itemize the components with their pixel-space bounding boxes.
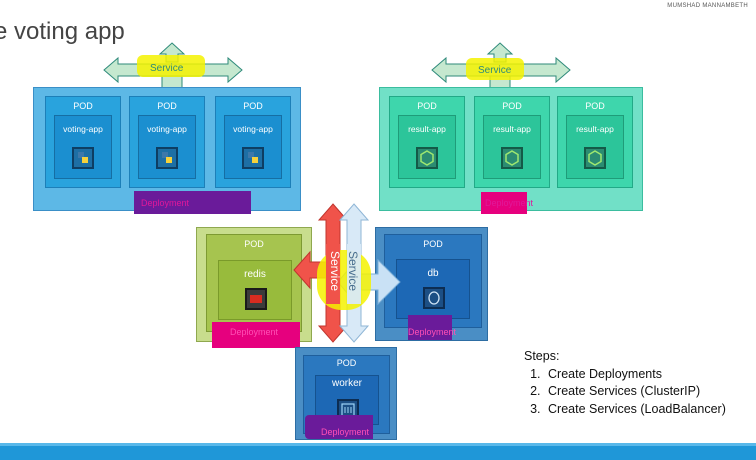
step-item: Create Services (ClusterIP) [544, 383, 726, 401]
redis-pod: POD redis [206, 234, 302, 332]
voting-pod: POD voting-app [215, 96, 291, 188]
db-pod: POD db [384, 234, 482, 328]
container-label: db [427, 268, 439, 279]
db-container: db [396, 259, 470, 319]
steps-list: Steps: Create Deployments Create Service… [524, 348, 726, 418]
step-item: Create Deployments [544, 366, 726, 384]
container-label: voting-app [147, 124, 187, 134]
deployment-highlight [134, 191, 251, 214]
container-label: result-app [576, 124, 614, 134]
python-icon [156, 147, 178, 169]
nodejs-icon [584, 147, 606, 169]
redis-icon [245, 288, 267, 310]
nodejs-icon [501, 147, 523, 169]
result-pod: POD result-app [389, 96, 465, 188]
python-icon [242, 147, 264, 169]
python-icon [72, 147, 94, 169]
container-label: result-app [408, 124, 446, 134]
pod-label: POD [336, 358, 357, 368]
deployment-label: Deployment [408, 327, 457, 337]
container-label: voting-app [233, 124, 273, 134]
author-label: MUMSHAD MANNAMBETH [667, 3, 748, 9]
pod-label: POD [73, 101, 93, 111]
voting-deployment-group: POD voting-app POD voting-app POD voting… [33, 87, 301, 214]
deployment-highlight [408, 315, 452, 340]
container-label: worker [331, 378, 362, 389]
pod-label: POD [244, 239, 264, 249]
deployment-highlight [481, 192, 527, 214]
pod-label: POD [585, 101, 605, 111]
deployment-label: Deployment [141, 198, 190, 208]
container-label: voting-app [63, 124, 103, 134]
voting-pod: POD voting-app [45, 96, 121, 188]
service-arrow-blue-overlay [347, 244, 361, 304]
service-arrow-red-overlay [326, 244, 340, 304]
footer-bar [0, 443, 756, 460]
result-app-container: result-app [483, 115, 541, 179]
service-label-vote: Service [150, 63, 184, 74]
result-pod: POD result-app [474, 96, 550, 188]
deployment-label: Deployment [321, 427, 370, 437]
worker-deployment-group: POD worker Deployment [295, 347, 397, 440]
service-highlight-vote [137, 55, 205, 77]
pod-label: POD [417, 101, 437, 111]
pod-label: POD [243, 101, 263, 111]
page-title: e voting app [0, 18, 125, 45]
postgres-icon [423, 287, 445, 309]
deployment-label: Deployment [230, 327, 279, 337]
service-highlight-result [466, 58, 524, 80]
service-label-redis: Service [328, 250, 342, 291]
step-item: Create Services (LoadBalancer) [544, 401, 726, 419]
voting-app-container: voting-app [224, 115, 282, 179]
deployment-label: Deployment [485, 198, 534, 208]
result-deployment-group: POD result-app POD result-app POD result… [379, 87, 643, 214]
result-pod: POD result-app [557, 96, 633, 188]
pod-label: POD [423, 239, 443, 249]
service-label-result: Service [478, 65, 512, 76]
pod-label: POD [502, 101, 522, 111]
redis-container: redis [218, 260, 292, 320]
voting-app-container: voting-app [54, 115, 112, 179]
container-label: redis [244, 269, 266, 280]
result-app-container: result-app [566, 115, 624, 179]
steps-heading: Steps: [524, 349, 560, 363]
pod-label: POD [157, 101, 177, 111]
container-label: result-app [493, 124, 531, 134]
deployment-highlight [305, 415, 373, 439]
voting-pod: POD voting-app [129, 96, 205, 188]
deployment-highlight [212, 322, 300, 348]
result-app-container: result-app [398, 115, 456, 179]
service-label-db: Service [346, 250, 360, 291]
nodejs-icon [416, 147, 438, 169]
voting-app-container: voting-app [138, 115, 196, 179]
footer-bar-accent [0, 443, 756, 446]
